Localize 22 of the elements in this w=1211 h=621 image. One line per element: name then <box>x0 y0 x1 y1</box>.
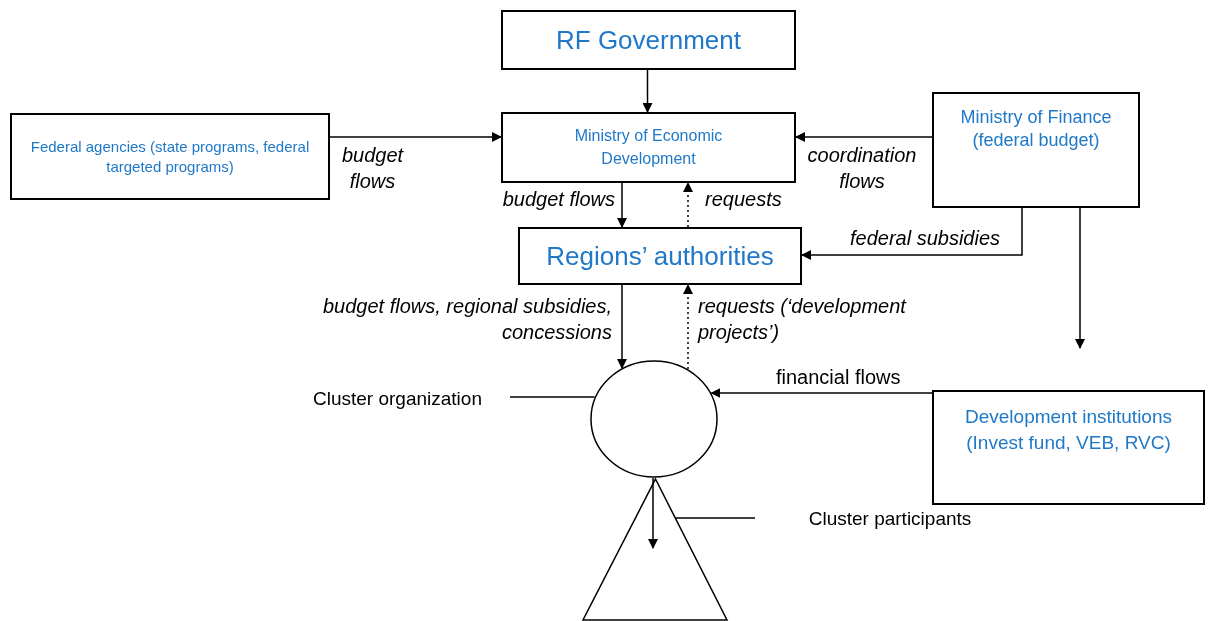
arrow <box>642 69 653 113</box>
arrow <box>683 182 693 228</box>
process-box: Ministry of Economic Development <box>501 112 796 183</box>
arrow <box>617 284 627 369</box>
arrow <box>801 207 1023 260</box>
leader-line <box>509 396 596 398</box>
arrow <box>1075 207 1085 349</box>
node-label: Cluster organization <box>290 385 505 413</box>
arrow <box>683 284 693 370</box>
process-box: Ministry of Finance (federal budget) <box>932 92 1140 208</box>
arrow <box>617 182 627 228</box>
arrow <box>795 132 933 142</box>
arrow <box>329 132 502 142</box>
process-box: RF Government <box>501 10 796 70</box>
triangle-shape <box>582 478 728 621</box>
leader-line <box>674 517 756 519</box>
node-label: Cluster participants <box>790 505 990 533</box>
process-box: Federal agencies (state programs, federal targeted programs) <box>10 113 330 200</box>
arrow <box>710 388 933 398</box>
process-box: Development institutions (Invest fund, VEB, RVC) <box>932 390 1205 505</box>
process-box: Regions’ authorities <box>518 227 802 285</box>
circle-shape <box>590 360 718 478</box>
